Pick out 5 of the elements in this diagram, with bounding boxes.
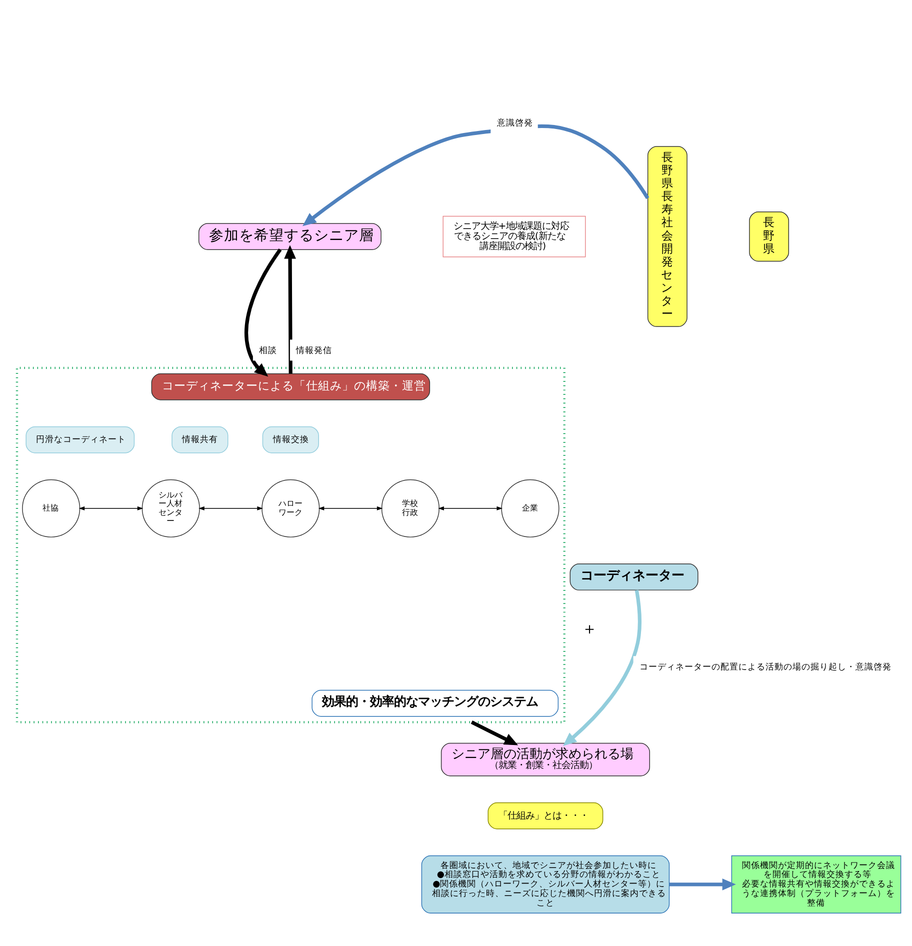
edge-label: 情報発信	[296, 346, 332, 356]
edge-label: コーディネーターの配置による活動の場の掘り起し・意識啓発	[639, 662, 892, 672]
edge-label: 意識啓発	[496, 118, 533, 129]
edge-label: 相談	[259, 346, 278, 356]
label: ＋	[582, 619, 598, 638]
